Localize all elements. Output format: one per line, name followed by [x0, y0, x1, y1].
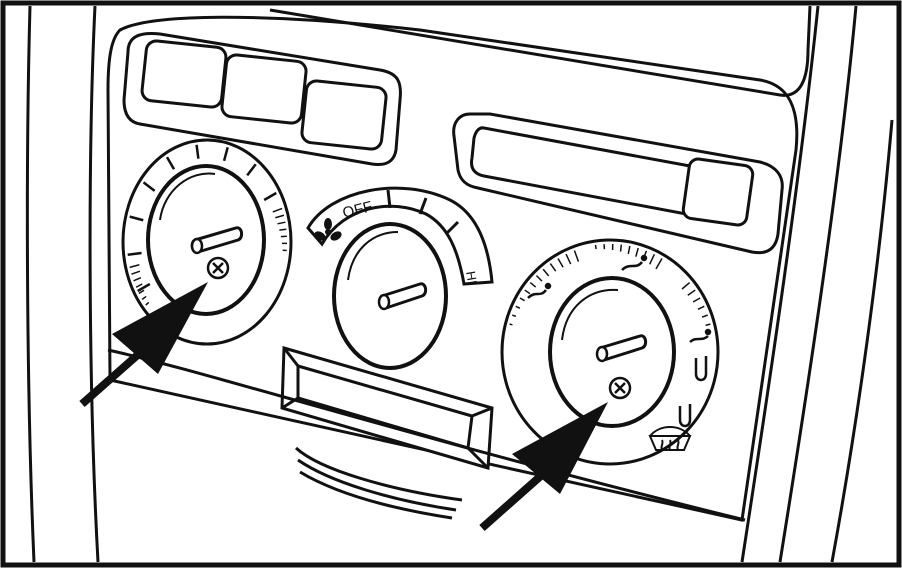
fan-off-label: OFF — [341, 198, 374, 222]
defrost-icon — [648, 426, 692, 451]
scale-tick — [279, 228, 287, 231]
feet-defrost-icon — [678, 404, 692, 428]
scale-tick — [573, 250, 580, 262]
push-button-3[interactable] — [300, 79, 388, 151]
fan-scale-ticks — [386, 189, 460, 236]
scale-tick — [277, 221, 286, 225]
slot-button[interactable] — [681, 157, 755, 227]
scale-tick — [137, 282, 151, 293]
face-vent-icon — [621, 254, 648, 271]
scale-tick — [133, 276, 142, 282]
temperature-scale-ticks — [127, 144, 288, 306]
scale-tick — [627, 245, 631, 254]
scale-tick — [129, 264, 140, 269]
scale-tick — [619, 244, 623, 252]
scale-tick — [692, 297, 701, 303]
scale-tick — [648, 253, 656, 265]
scale-tick — [127, 251, 142, 257]
scale-tick — [145, 301, 150, 306]
scale-tick — [141, 295, 147, 300]
button-block — [122, 32, 402, 166]
bilevel-icon — [527, 282, 552, 299]
scale-tick — [557, 258, 564, 268]
mode-scale-ticks — [509, 244, 711, 327]
mode-dial — [500, 238, 720, 466]
scale-tick — [529, 282, 537, 288]
scale-tick — [509, 323, 513, 326]
scale-tick — [515, 305, 521, 309]
display-recess — [269, 5, 812, 97]
temperature-knob-grip — [190, 226, 244, 255]
scale-tick — [635, 247, 639, 257]
screw-icon — [206, 256, 230, 280]
fan-scale-arc — [306, 186, 494, 286]
scale-tick — [272, 207, 283, 213]
scale-tick — [681, 282, 691, 290]
scale-tick — [195, 144, 200, 159]
push-button-2[interactable] — [220, 53, 308, 125]
panel-bezel — [106, 15, 799, 522]
scale-tick — [542, 268, 550, 277]
scale-tick — [687, 289, 696, 296]
scale-tick — [549, 263, 557, 272]
scale-tick — [135, 283, 143, 288]
push-button-1[interactable] — [140, 39, 228, 109]
scale-tick — [129, 215, 144, 222]
pointer-arrow-left — [79, 282, 208, 407]
scale-tick — [131, 270, 141, 275]
scale-tick — [701, 314, 708, 318]
center-vent — [280, 346, 494, 470]
scale-tick — [142, 181, 156, 192]
scale-tick — [655, 258, 663, 270]
fan-hi-label: HI — [463, 270, 480, 285]
fan-icon — [314, 218, 342, 241]
pointer-arrow-right — [479, 402, 608, 531]
screw-icon — [608, 376, 632, 400]
right-trim — [740, 5, 894, 563]
scale-tick — [138, 289, 145, 295]
scale-tick — [535, 275, 543, 282]
scale-tick — [697, 305, 705, 310]
temperature-dial — [121, 138, 293, 346]
scale-tick — [512, 314, 517, 318]
scale-tick — [263, 191, 277, 202]
scale-tick — [275, 214, 285, 219]
left-trim — [25, 5, 100, 563]
slot-switch-block — [452, 112, 784, 255]
scale-tick — [705, 323, 711, 327]
feet-icon — [689, 328, 712, 382]
scale-tick — [519, 297, 525, 302]
scale-tick — [565, 253, 572, 265]
mode-knob-grip — [595, 334, 648, 363]
scale-tick — [594, 244, 597, 250]
fan-dial: OFF HI — [306, 186, 494, 370]
scale-tick — [222, 147, 229, 162]
fan-knob-grip — [377, 282, 428, 311]
scale-tick — [246, 163, 257, 177]
scale-tick — [524, 289, 531, 295]
scale-tick — [165, 156, 176, 170]
